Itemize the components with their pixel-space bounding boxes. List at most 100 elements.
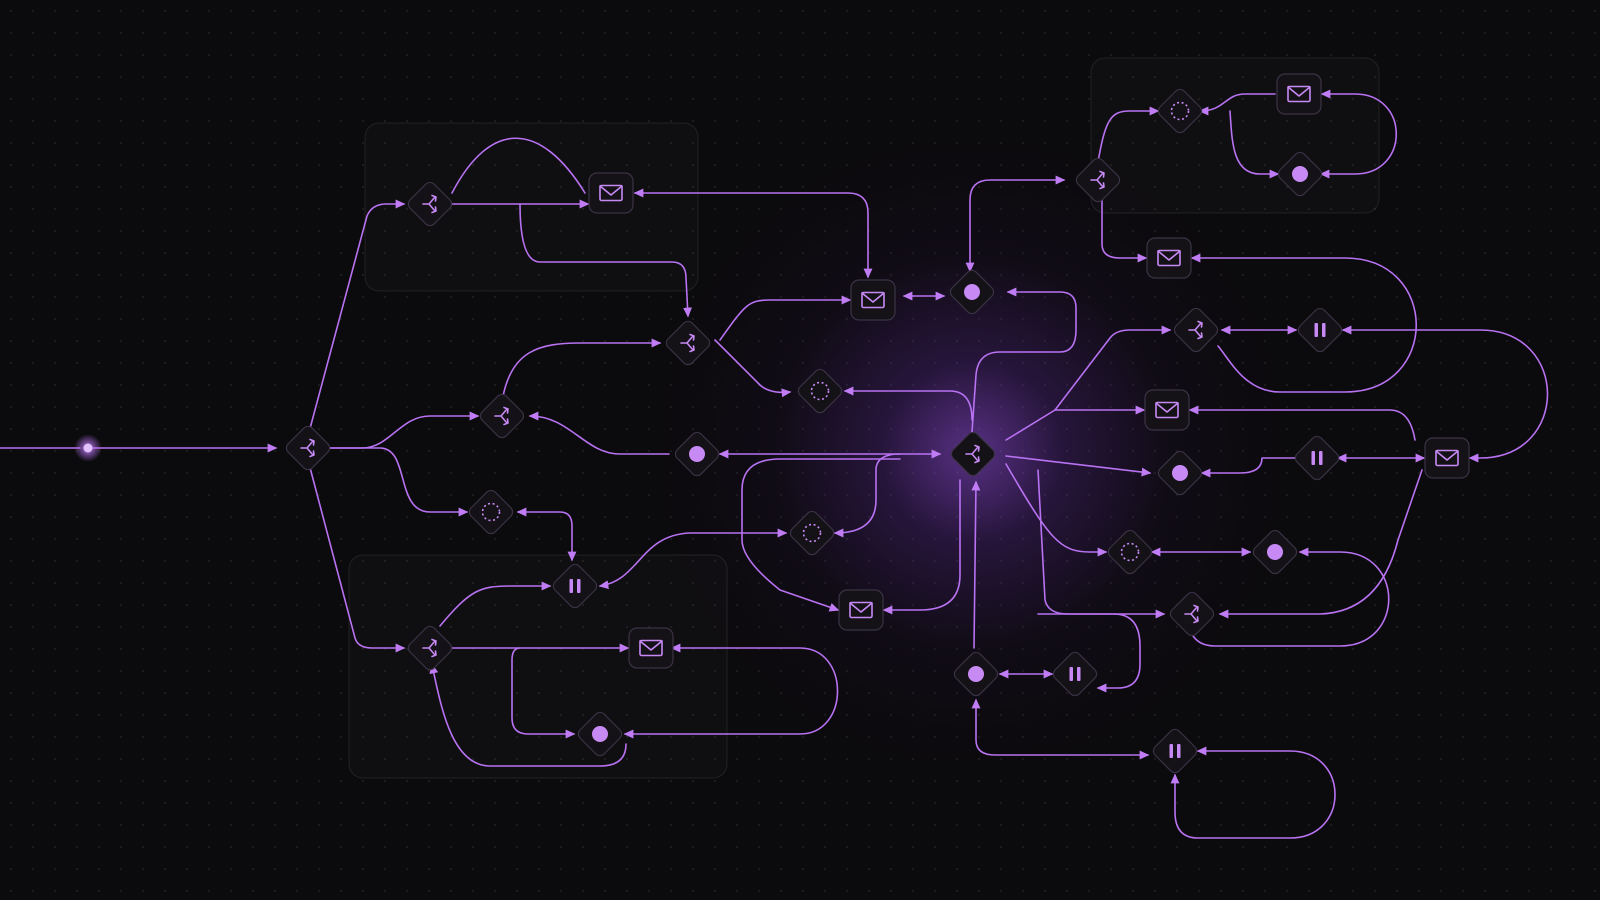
branch-node[interactable] <box>284 424 332 472</box>
connection <box>1188 405 1416 441</box>
connection <box>501 338 662 403</box>
branch-node[interactable] <box>1168 590 1216 638</box>
connection <box>971 287 1077 433</box>
mail-icon <box>1155 401 1179 419</box>
branch-node[interactable] <box>406 624 454 672</box>
branch-node[interactable] <box>478 392 526 440</box>
branch-node[interactable] <box>664 319 712 367</box>
connection <box>1037 469 1166 619</box>
mail-node[interactable] <box>838 589 884 631</box>
connection <box>1218 469 1423 619</box>
mail-node[interactable] <box>628 627 674 669</box>
branch-icon <box>300 438 315 458</box>
mail-icon <box>599 184 623 202</box>
record-node[interactable] <box>1276 150 1324 198</box>
record-icon <box>592 726 608 742</box>
connection <box>321 447 469 517</box>
pause-node[interactable] <box>551 562 599 610</box>
connection <box>882 479 961 615</box>
connection <box>971 698 1150 760</box>
record-icon <box>1172 465 1188 481</box>
connection <box>1005 463 1108 557</box>
mail-icon <box>861 291 885 309</box>
record-icon <box>689 446 705 462</box>
connection <box>1005 455 1152 477</box>
connection <box>971 480 981 649</box>
pause-node[interactable] <box>1293 434 1341 482</box>
connection <box>307 459 406 653</box>
mail-node[interactable] <box>1424 437 1470 479</box>
mail-node[interactable] <box>1276 73 1322 115</box>
wait-node[interactable] <box>788 509 836 557</box>
connection <box>965 175 1066 273</box>
connection <box>1037 613 1141 693</box>
connection <box>741 458 901 612</box>
wait-node[interactable] <box>796 367 844 415</box>
pause-icon <box>1069 667 1081 681</box>
record-node[interactable] <box>673 430 721 478</box>
connection <box>714 339 792 398</box>
loading-icon <box>802 523 822 543</box>
pause-icon <box>569 579 581 593</box>
connection <box>843 386 973 421</box>
loading-icon <box>481 502 501 522</box>
pause-node[interactable] <box>1051 650 1099 698</box>
connection <box>719 295 852 341</box>
branch-icon <box>494 406 509 426</box>
connections <box>0 89 1549 839</box>
wait-node[interactable] <box>1106 528 1154 576</box>
connection <box>516 507 577 562</box>
branch-node[interactable] <box>406 180 454 228</box>
connection <box>1229 110 1280 179</box>
connection <box>1319 89 1398 179</box>
connection <box>598 528 788 590</box>
branch-icon <box>1184 604 1199 624</box>
connection <box>1341 325 1549 463</box>
connection <box>451 137 586 194</box>
connection <box>429 663 627 767</box>
connection <box>633 188 873 279</box>
record-node[interactable] <box>1251 528 1299 576</box>
pause-node[interactable] <box>1296 306 1344 354</box>
branch-node[interactable] <box>949 430 997 478</box>
branch-node[interactable] <box>1172 306 1220 354</box>
connection <box>321 411 480 449</box>
wait-node[interactable] <box>1156 87 1204 135</box>
connection <box>511 647 576 739</box>
record-node[interactable] <box>576 710 624 758</box>
connection <box>528 411 670 455</box>
mail-node[interactable] <box>1146 237 1192 279</box>
branch-icon <box>965 444 980 464</box>
record-icon <box>968 666 984 682</box>
record-node[interactable] <box>952 650 1000 698</box>
mail-icon <box>849 601 873 619</box>
connection <box>623 643 839 739</box>
connection <box>1200 457 1297 478</box>
record-node[interactable] <box>1156 449 1204 497</box>
loading-icon <box>810 381 830 401</box>
branch-icon <box>680 333 695 353</box>
mail-icon <box>1287 85 1311 103</box>
record-node[interactable] <box>948 268 996 316</box>
loading-icon <box>1120 542 1140 562</box>
mail-node[interactable] <box>850 279 896 321</box>
branch-icon <box>1090 170 1105 190</box>
mail-node[interactable] <box>588 172 634 214</box>
connection <box>1170 746 1336 839</box>
connection <box>1189 547 1390 647</box>
record-icon <box>964 284 980 300</box>
pause-icon <box>1314 323 1326 337</box>
wait-node[interactable] <box>467 488 515 536</box>
pause-icon <box>1311 451 1323 465</box>
connection <box>1096 106 1160 169</box>
start-dot[interactable] <box>83 443 93 453</box>
pause-node[interactable] <box>1151 727 1199 775</box>
mail-node[interactable] <box>1144 389 1190 431</box>
branch-icon <box>1188 320 1203 340</box>
connection <box>833 453 901 538</box>
group-top-right <box>1090 57 1380 214</box>
branch-node[interactable] <box>1074 156 1122 204</box>
connection <box>1198 93 1276 116</box>
